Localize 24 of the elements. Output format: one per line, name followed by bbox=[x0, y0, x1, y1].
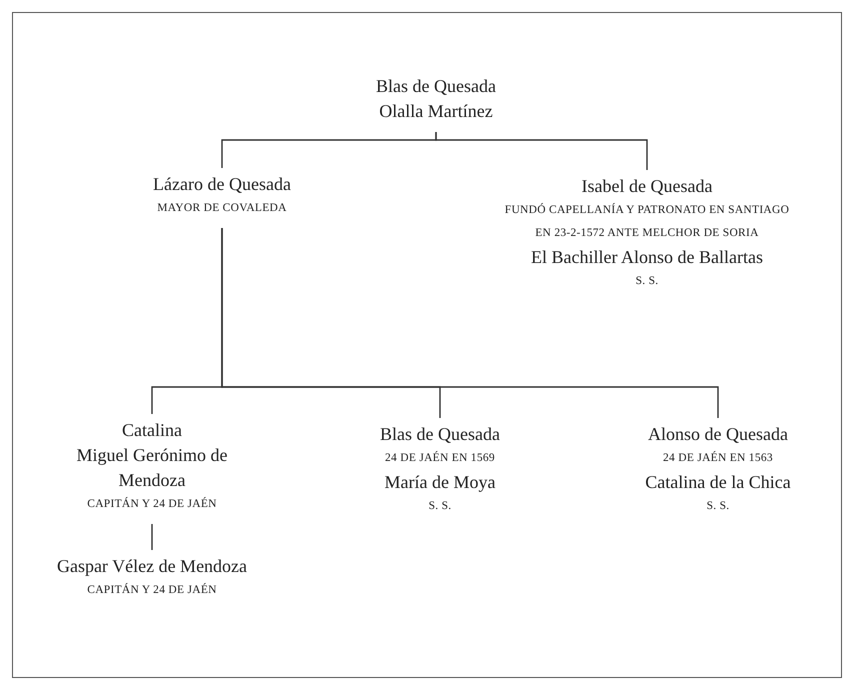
note-text: 24 DE JAÉN EN 1569 bbox=[385, 450, 495, 466]
note-text: 24 DE JAÉN EN 1563 bbox=[663, 450, 773, 466]
note-text: MAYOR DE COVALEDA bbox=[157, 201, 287, 216]
person-name: Isabel de Quesada bbox=[582, 175, 712, 198]
person-name: Olalla Martínez bbox=[379, 100, 493, 123]
note-text: FUNDÓ CAPELLANÍA Y PATRONATO EN SANTIAGO EN 23-2-1572 ANTE MELCHOR DE SORIA bbox=[504, 202, 790, 241]
person-name: María de Moya bbox=[384, 471, 496, 494]
person-name: Catalina bbox=[122, 419, 182, 442]
person-name: Miguel Gerónimo de Mendoza bbox=[76, 444, 228, 492]
tree-connector bbox=[151, 524, 153, 550]
note-text: S. S. bbox=[706, 499, 730, 514]
note-text: CAPITÁN Y 24 DE JAÉN bbox=[87, 496, 217, 512]
person-name: El Bachiller Alonso de Ballartas bbox=[531, 246, 763, 269]
tree-connector bbox=[221, 228, 719, 418]
person-name: Blas de Quesada bbox=[376, 75, 496, 98]
tree-connector bbox=[435, 132, 648, 170]
person-name: Alonso de Quesada bbox=[648, 423, 788, 446]
person-name: Blas de Quesada bbox=[380, 423, 500, 446]
note-text: S. S. bbox=[636, 274, 658, 289]
person-name: Gaspar Vélez de Mendoza bbox=[56, 555, 248, 578]
note-text: CAPITÁN Y 24 DE JAÉN bbox=[87, 582, 217, 598]
person-name: Lázaro de Quesada bbox=[153, 173, 291, 196]
note-text: S. S. bbox=[428, 499, 452, 514]
person-name: Catalina de la Chica bbox=[645, 471, 791, 494]
